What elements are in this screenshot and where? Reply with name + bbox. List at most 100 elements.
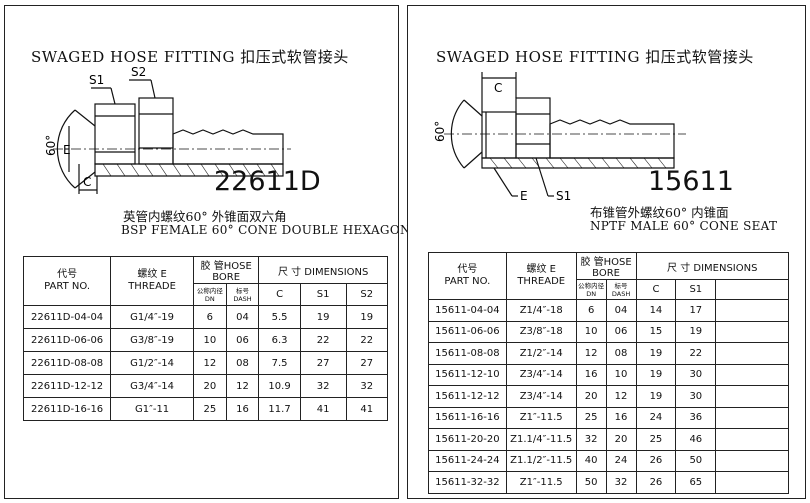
table-cell: 24 [635,406,677,429]
table-cell: 17 [675,299,717,322]
left-header-dims: 尺 寸 DIMENSIONS [258,256,388,284]
left-header-s1: S1 [299,283,347,306]
left-header-bore: 胶 管HOSE BORE [192,256,260,284]
table-cell: 04 [605,299,637,322]
table-cell: 19 [635,363,677,386]
table-cell: 19 [345,305,389,329]
table-cell [715,428,789,451]
right-header-dash: 标号 DASH [605,279,637,300]
table-cell: 30 [675,363,717,386]
table-cell: 12 [192,351,227,375]
table-cell: 06 [225,328,260,352]
right-desc-cn: 布锥管外螺纹60° 内锥面 [590,205,729,220]
left-header-c: C [258,283,301,306]
table-cell: Z3/4″-14 [505,385,577,408]
table-cell: 15611-24-24 [428,449,507,472]
table-cell: 25 [575,406,607,429]
right-header-c: C [635,279,677,300]
table-cell: 22611D-04-04 [22,305,112,329]
table-cell: 12 [225,374,260,398]
table-cell: G3/4″-14 [110,374,194,398]
table-cell: G1″-11 [110,397,194,421]
table-cell: 10.9 [258,374,301,398]
table-cell: 19 [675,320,717,343]
table-cell: 22611D-12-12 [22,374,112,398]
table-cell: 22 [675,342,717,365]
table-cell: 15611-32-32 [428,471,507,494]
table-cell [715,342,789,365]
table-cell: Z1″-11.5 [505,406,577,429]
table-cell: G3/8″-19 [110,328,194,352]
right-part-number: 15611 [648,166,734,197]
table-cell: 06 [605,320,637,343]
table-cell: 25 [192,397,227,421]
left-s2-label: S2 [131,65,146,79]
table-cell: 08 [225,351,260,375]
table-cell: 11.7 [258,397,301,421]
right-header-dn: 公称内径 DN [575,279,607,300]
table-cell: 15611-12-10 [428,363,507,386]
table-cell: 22611D-08-08 [22,351,112,375]
right-header-bore: 胶 管HOSE BORE [575,252,637,280]
table-cell: 36 [675,406,717,429]
table-cell: 65 [675,471,717,494]
table-cell [715,299,789,322]
table-cell: 6.3 [258,328,301,352]
right-header-dims: 尺 寸 DIMENSIONS [635,252,789,280]
table-cell: Z1.1/4″-11.5 [505,428,577,451]
table-cell: 22 [345,328,389,352]
table-cell: 5.5 [258,305,301,329]
table-cell [715,471,789,494]
table-cell [715,363,789,386]
left-fitting-drawing: S1 S2 E 60° C [44,65,291,194]
right-desc-en: NPTF MALE 60° CONE SEAT [590,219,778,233]
left-desc-en: BSP FEMALE 60° CONE DOUBLE HEXAGON [121,223,411,237]
right-header-s1: S1 [675,279,717,300]
table-cell: 50 [675,449,717,472]
left-header-s2: S2 [345,283,389,306]
table-cell: 15611-20-20 [428,428,507,451]
table-cell: 10 [192,328,227,352]
table-cell: 41 [299,397,347,421]
table-cell: 32 [299,374,347,398]
table-cell [715,406,789,429]
table-cell: Z3/8″-18 [505,320,577,343]
table-cell: 22611D-16-16 [22,397,112,421]
table-cell: Z3/4″-14 [505,363,577,386]
table-cell: 10 [575,320,607,343]
table-cell: 6 [575,299,607,322]
table-cell: 16 [605,406,637,429]
table-cell: 25 [635,428,677,451]
table-cell: 15611-12-12 [428,385,507,408]
right-e-label: E [520,189,528,203]
left-header-dn: 公称内径 DN [192,283,227,306]
right-angle-label: 60° [433,121,447,142]
table-cell: Z1/4″-18 [505,299,577,322]
table-cell: 04 [225,305,260,329]
table-cell: 41 [345,397,389,421]
table-cell: 10 [605,363,637,386]
right-s1-label: S1 [556,189,571,203]
left-title: SWAGED HOSE FITTING 扣压式软管接头 [31,48,349,66]
table-cell: 6 [192,305,227,329]
table-cell: 26 [635,449,677,472]
table-cell: 15611-16-16 [428,406,507,429]
right-header-empty [715,279,789,300]
left-s1-label: S1 [89,73,104,87]
table-cell: 20 [192,374,227,398]
